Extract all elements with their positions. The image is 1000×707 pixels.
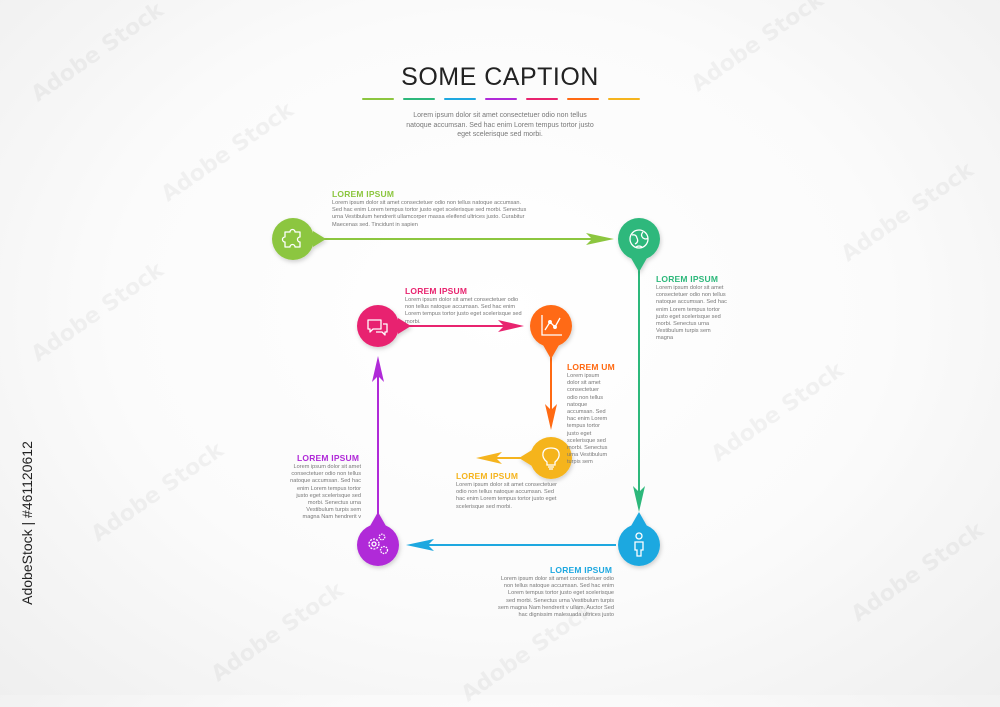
chart-icon <box>541 315 562 336</box>
globe-icon <box>629 229 649 249</box>
arrowhead-6-7 <box>545 404 557 430</box>
underline-segment <box>485 98 517 100</box>
step-2-title: LOREM IPSUM <box>656 274 719 284</box>
step-node-4 <box>357 512 399 566</box>
step-4-title: LOREM IPSUM <box>297 453 360 463</box>
step-1-title: LOREM IPSUM <box>332 189 395 199</box>
underline-segment <box>567 98 599 100</box>
step-node-3 <box>618 512 660 566</box>
underline-segment <box>444 98 476 100</box>
step-node-1 <box>272 218 326 260</box>
step-node-7 <box>519 437 572 479</box>
color-underline <box>362 98 640 101</box>
step-6-title: LOREM UM <box>567 362 615 372</box>
step-6-text: Lorem ipsum dolor sit amet consectetuer … <box>567 373 608 466</box>
step-7-title: LOREM IPSUM <box>456 471 519 481</box>
arrowhead-3-4 <box>406 539 434 551</box>
intro-text: Lorem ipsum dolor sit amet consectetuer … <box>406 112 594 138</box>
puzzle-icon <box>281 228 301 248</box>
step-node-6 <box>530 305 572 359</box>
underline-segment <box>526 98 558 100</box>
gears-icon <box>368 533 389 555</box>
bulb-icon <box>542 447 560 470</box>
step-3-text: Lorem ipsum dolor sit amet consectetuer … <box>498 576 614 619</box>
step-node-5 <box>357 305 411 347</box>
underline-segment <box>403 98 435 100</box>
step-2-text: Lorem ipsum dolor sit amet consectetuer … <box>656 285 727 342</box>
step-5-title: LOREM IPSUM <box>405 286 468 296</box>
step-5-text: Lorem ipsum dolor sit amet consectetuer … <box>405 297 522 325</box>
step-4-text: Lorem ipsum dolor sit amet consectetuer … <box>290 464 361 521</box>
arrowhead-1-2 <box>586 233 614 245</box>
step-1-text: Lorem ipsum dolor sit amet consectetuer … <box>332 200 527 228</box>
arrowhead-4-5 <box>372 356 384 382</box>
user-icon <box>634 532 644 557</box>
underline-segment <box>362 98 394 100</box>
arrowhead-5-6 <box>498 320 524 332</box>
arrowhead-2-3 <box>633 486 645 512</box>
step-node-2 <box>618 218 660 272</box>
chat-icon <box>367 319 388 336</box>
step-7-text: Lorem ipsum dolor sit amet consectetuer … <box>456 482 558 510</box>
arrowhead-7-end <box>476 452 502 464</box>
page-title: SOME CAPTION <box>401 63 599 91</box>
underline-segment <box>608 98 640 100</box>
step-3-title: LOREM IPSUM <box>550 565 613 575</box>
